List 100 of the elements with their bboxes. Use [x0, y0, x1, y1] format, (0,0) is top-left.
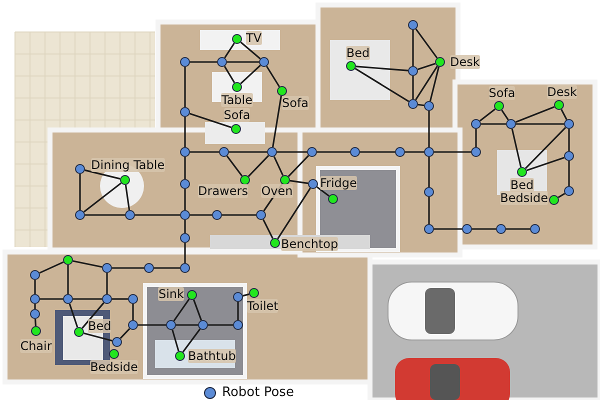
graph-edge [240, 42, 261, 60]
object-label: Sofa [282, 96, 309, 110]
graph-edge [229, 151, 267, 153]
object-label: Bed [88, 319, 112, 333]
graph-edge [428, 197, 430, 224]
graph-edge [85, 214, 125, 216]
graph-edge [429, 66, 440, 102]
graph-edge [34, 304, 36, 309]
graph-edge [67, 265, 69, 294]
object-label: Bedside [90, 360, 138, 374]
graph-edge [34, 318, 36, 326]
graph-edge [434, 228, 462, 230]
graph-edge [173, 298, 190, 322]
graph-edge [184, 243, 186, 263]
graph-edge [184, 117, 186, 147]
graph-edge [273, 156, 284, 176]
object-label: Sofa [224, 108, 250, 122]
graph-edge [190, 61, 217, 63]
object-label: Chair [20, 339, 52, 353]
object-label: Bed [510, 178, 534, 192]
graph-edge [106, 273, 108, 294]
graph-edge [135, 214, 180, 216]
graph-edge [568, 129, 570, 151]
legend-label: Robot Pose [222, 385, 294, 400]
graph-edge [434, 151, 471, 153]
graph-edge [40, 298, 63, 300]
graph-edge [82, 302, 104, 329]
graph-edge [560, 109, 568, 120]
object-label: Desk [450, 55, 480, 69]
graph-edge [479, 108, 496, 122]
graph-edge [412, 76, 414, 99]
graph-edge [184, 189, 186, 210]
graph-edge [172, 330, 180, 352]
graph-edge [360, 151, 395, 153]
graph-edge [83, 182, 122, 213]
graph-edge [568, 161, 570, 186]
graph-edge [526, 156, 565, 172]
graph-edge [190, 214, 212, 216]
object-label: Fridge [320, 176, 357, 190]
object-label: Dining Table [91, 158, 165, 172]
graph-edge [237, 302, 239, 320]
graph-edge [192, 299, 202, 321]
graph-edge [224, 42, 235, 58]
object-label: Bathtub [188, 349, 236, 363]
object-label: Sink [158, 287, 184, 301]
graph-edge [84, 169, 120, 180]
graph-edge [428, 157, 430, 187]
graph-edge [190, 112, 232, 128]
graph-edge [182, 328, 201, 352]
graph-edge [72, 260, 102, 268]
graph-edge [288, 155, 310, 177]
object-label: Benchtop [281, 237, 338, 251]
object-label: Desk [547, 85, 577, 99]
graph-edge [472, 228, 496, 230]
graph-edge [84, 332, 112, 342]
graph-edge [290, 180, 308, 184]
graph-edge [277, 188, 311, 240]
graph-edge [266, 66, 280, 88]
graph-edge [356, 66, 408, 72]
graph-edge [184, 220, 186, 233]
graph-edge [79, 174, 81, 210]
graph-edge [501, 110, 509, 120]
graph-edge [208, 324, 233, 326]
graph-edge [138, 324, 166, 326]
graph-edge [317, 151, 350, 153]
object-label: Drawers [198, 184, 248, 198]
graph-edge [354, 68, 410, 102]
graph-edge [34, 280, 36, 294]
graph-edge [222, 214, 256, 216]
graph-edge [184, 67, 186, 107]
graph-edge [132, 304, 134, 320]
graph-edge [506, 228, 530, 230]
object-label: Bedside [500, 191, 548, 205]
graph-edge [242, 293, 250, 297]
object-label: Bed [346, 46, 370, 60]
object-label: TV [246, 31, 262, 45]
graph-edge [418, 62, 436, 70]
graph-edge [412, 30, 414, 66]
graph-edge [516, 123, 564, 125]
graph-edge [415, 28, 438, 58]
graph-edge [418, 104, 424, 106]
graph-edge [316, 186, 330, 197]
object-label: Oven [261, 184, 293, 198]
graph-edge [405, 151, 424, 153]
graph-edge [190, 151, 219, 153]
graph-edge [558, 192, 566, 198]
graph-edge [524, 127, 566, 169]
graph-edge [475, 129, 477, 147]
graph-edge [224, 66, 236, 84]
graph-edge [154, 267, 180, 269]
graph-edge [120, 328, 130, 339]
graph-edge [240, 64, 261, 84]
graph-edge [176, 324, 198, 326]
graph-edge [226, 156, 243, 176]
graph-edge [112, 267, 144, 269]
graph-edge [515, 106, 555, 123]
graph-edge [124, 184, 130, 210]
graph-edge [511, 128, 522, 168]
object-label: Sofa [488, 86, 516, 100]
graph-edge [428, 111, 430, 147]
